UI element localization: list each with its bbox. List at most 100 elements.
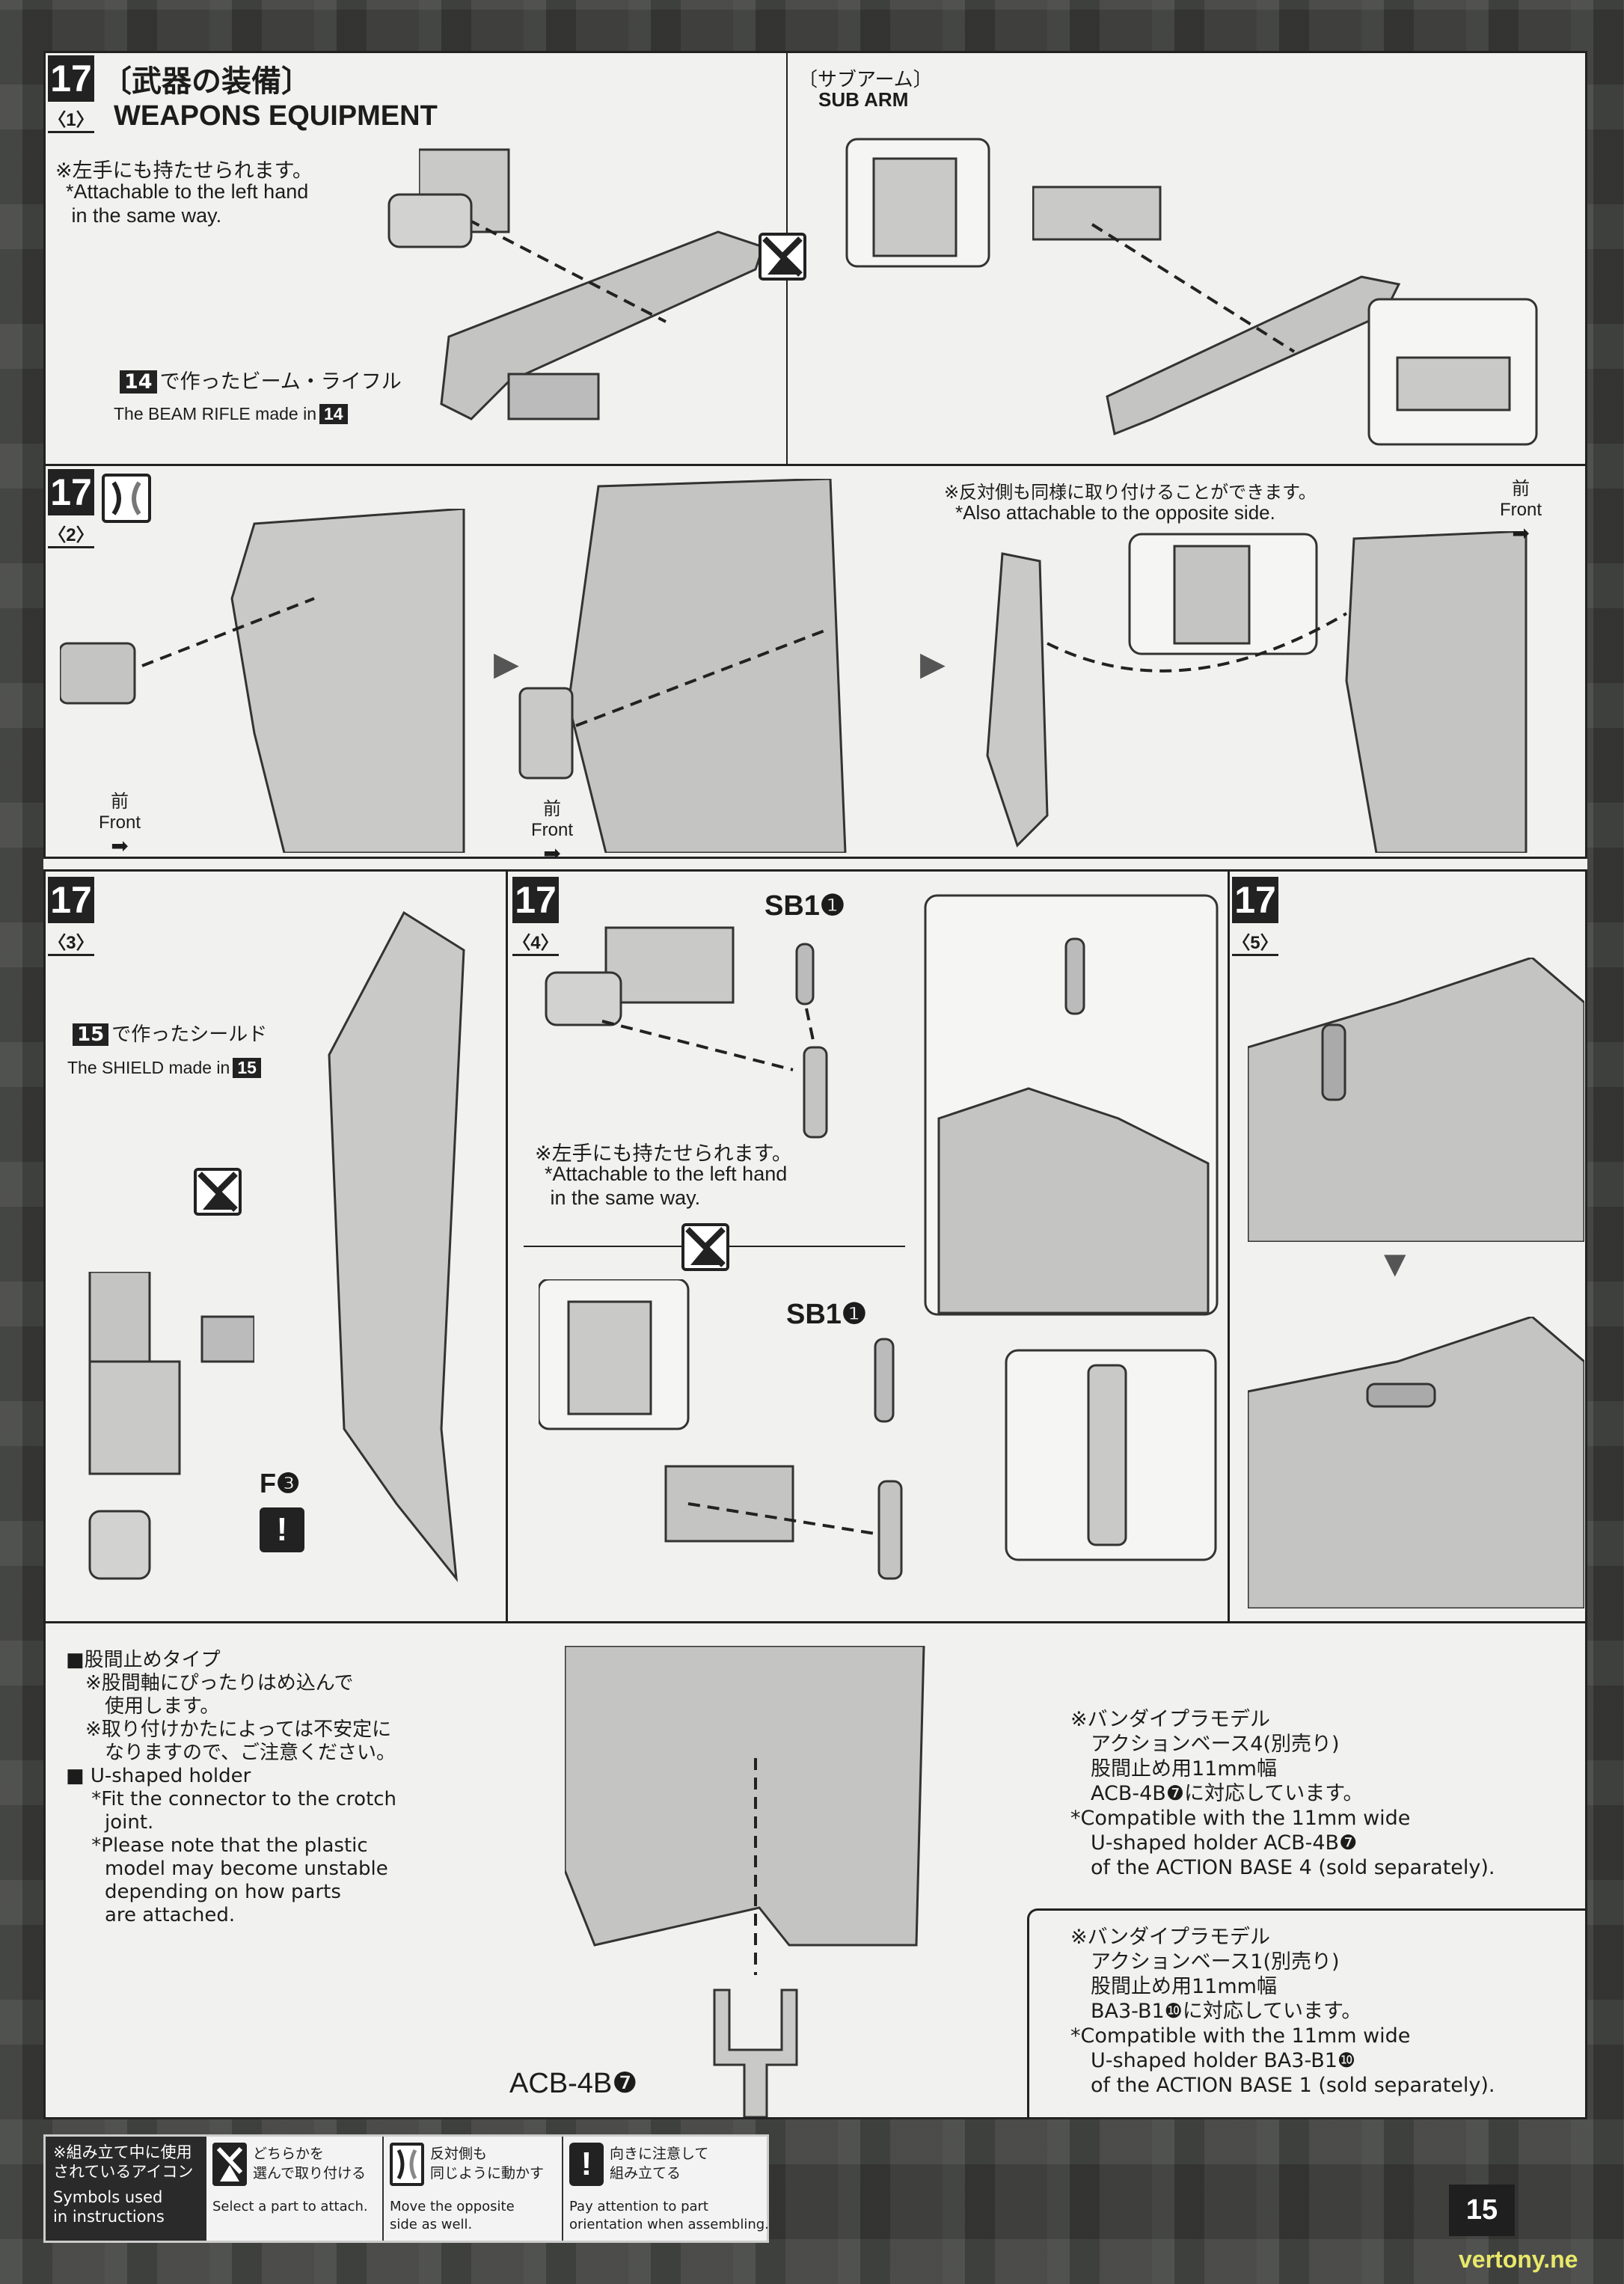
shield-label-jp: で作ったシールド — [111, 1023, 268, 1046]
divider — [43, 857, 1587, 872]
shield-illustration — [328, 910, 465, 1582]
legend-item-attention: ! 向きに注意して 組み立てる Pay attention to part or… — [563, 2137, 769, 2241]
backpack-detail-illustration — [924, 894, 1219, 1561]
note-jp: ※左手にも持たせられます。 — [535, 1142, 792, 1166]
select-part-icon — [194, 1168, 242, 1216]
torso-illustration-1 — [60, 509, 465, 853]
note-en: *Attachable to the left hand in the same… — [66, 180, 309, 227]
arrow-right-icon: ➡ — [543, 842, 561, 865]
step-number: 17 — [1232, 877, 1278, 923]
divider — [1228, 872, 1230, 1621]
rifle-label-en: The BEAM RIFLE made in — [114, 404, 316, 423]
step-ref: 15 — [233, 1058, 261, 1078]
note-line: アクションベース4(別売り) — [1070, 1733, 1340, 1756]
part-label: F❸ — [260, 1468, 301, 1498]
legend-heading-en: Symbols used in instructions — [53, 2188, 165, 2226]
step-number: 17 — [512, 877, 559, 923]
hand-illustration — [387, 193, 473, 248]
move-opposite-side-icon — [390, 2143, 424, 2186]
note-jp: ※反対側も同様に取り付けることができます。 — [944, 482, 1317, 503]
part-label: SB1❶ — [764, 890, 845, 922]
substep-label: 〈2〉 — [48, 520, 94, 548]
step-ref: 15 — [73, 1023, 109, 1046]
note-en: *Attachable to the left hand in the same… — [545, 1163, 788, 1209]
note-line: なりますので、ご注意ください。 — [66, 1742, 396, 1764]
title-en: WEAPONS EQUIPMENT — [114, 100, 438, 132]
note-line: depending on how parts — [66, 1881, 341, 1903]
note-line: ※股間軸にぴったりはめ込んで — [66, 1672, 354, 1694]
note-line: 股間止め用11mm幅 — [1070, 1975, 1277, 1998]
step-number: 17 — [48, 877, 94, 923]
divider — [506, 872, 508, 1621]
rifle-label-jp: で作ったビーム・ライフル — [159, 370, 402, 394]
note-line: U-shaped holder BA3-B1❿ — [1070, 2049, 1356, 2072]
subarm-attach-detail — [1367, 298, 1538, 446]
note-box — [1027, 1908, 1587, 2119]
note-line: ※取り付けかたによっては不安定に — [66, 1718, 392, 1741]
arrow-right-icon: ▶ — [920, 646, 946, 682]
arrow-right-icon: ➡ — [111, 834, 129, 857]
move-opposite-side-icon — [102, 474, 151, 523]
note-line: *Compatible with the 11mm wide — [1070, 2024, 1411, 2048]
step-ref: 14 — [120, 370, 157, 394]
u-holder-notes: ■股間止めタイプ ※股間軸にぴったりはめ込んで 使用します。 ※取り付けかたによ… — [66, 1649, 396, 1927]
note-line: アクションベース1(別売り) — [1070, 1950, 1340, 1974]
holder-part-label: ACB-4B❼ — [509, 2068, 638, 2099]
title-jp: 〔武器の装備〕 — [102, 64, 311, 99]
subarm-mount-illustration — [986, 531, 1528, 853]
beam-rifle-illustration — [419, 148, 764, 420]
arm-illustration — [88, 1272, 254, 1580]
note-line: ■ U-shaped holder — [66, 1765, 251, 1787]
select-part-icon — [759, 233, 806, 281]
shield-label-en: The SHIELD made in — [67, 1058, 230, 1077]
symbol-legend: ※組み立て中に使用 されているアイコン Symbols used in inst… — [43, 2134, 769, 2243]
part-label: SB1❶ — [786, 1299, 867, 1330]
action-base-1-note: ※バンダイプラモデル アクションベース1(別売り) 股間止め用11mm幅 BA3… — [1070, 1925, 1495, 2098]
note-line: *Compatible with the 11mm wide — [1070, 1807, 1411, 1830]
note-line: are attached. — [66, 1904, 236, 1926]
torso-illustration-2 — [518, 479, 847, 853]
action-base-4-note: ※バンダイプラモデル アクションベース4(別売り) 股間止め用11mm幅 ACB… — [1070, 1707, 1495, 1880]
step-number: 17 — [48, 55, 94, 102]
arrow-right-icon: ▶ — [494, 646, 519, 682]
step-ref: 14 — [319, 404, 348, 424]
note-line: ※バンダイプラモデル — [1070, 1708, 1270, 1731]
note-line: BA3-B1❿に対応しています。 — [1070, 2000, 1362, 2023]
legend-item-select-part: どちらかを 選んで取り付ける Select a part to attach. — [206, 2137, 384, 2241]
note-line: *Fit the connector to the crotch — [66, 1788, 397, 1810]
note-line: ■股間止めタイプ — [66, 1649, 221, 1671]
subarm-stowed-illustration-1 — [1248, 958, 1584, 1242]
select-part-icon — [212, 2143, 247, 2186]
divider — [43, 464, 1587, 466]
note-line: U-shaped holder ACB-4B❼ — [1070, 1831, 1358, 1855]
note-line: ※バンダイプラモデル — [1070, 1926, 1270, 1949]
note-line: ACB-4B❼に対応しています。 — [1070, 1782, 1364, 1805]
attention-orientation-icon: ! — [260, 1507, 304, 1552]
watermark: vertony.ne — [1459, 2246, 1578, 2273]
substep-label: 〈1〉 — [48, 105, 94, 133]
hand-weapon-illustration — [545, 926, 828, 1139]
substep-label: 〈4〉 — [512, 928, 559, 956]
arrow-down-icon: ▼ — [1376, 1243, 1414, 1285]
note-line: model may become unstable — [66, 1858, 388, 1880]
subarm-title-en: SUB ARM — [818, 88, 909, 111]
subarm-detail-illustration — [845, 138, 990, 268]
note-en: *Also attachable to the opposite side. — [955, 501, 1275, 524]
legend-item-move-opposite: 反対側も 同じように動かす Move the opposite side as … — [384, 2137, 563, 2241]
subarm-title-jp: 〔サブアーム〕 — [798, 69, 933, 91]
divider — [43, 1621, 1587, 1623]
subarm-rifle-illustration — [1032, 186, 1401, 436]
substep-label: 〈5〉 — [1232, 928, 1278, 956]
note-line: 使用します。 — [66, 1695, 220, 1718]
arrow-right-icon: ➡ — [1512, 521, 1530, 545]
crotch-holder-illustration — [565, 1646, 925, 2117]
substep-label: 〈3〉 — [48, 928, 94, 956]
note-line: 股間止め用11mm幅 — [1070, 1757, 1277, 1781]
attention-orientation-icon: ! — [569, 2143, 604, 2186]
note-line: *Please note that the plastic — [66, 1834, 368, 1857]
note-jp: ※左手にも持たせられます。 — [55, 159, 313, 183]
note-line: of the ACTION BASE 1 (sold separately). — [1070, 2074, 1495, 2097]
note-line: of the ACTION BASE 4 (sold separately). — [1070, 1856, 1495, 1879]
